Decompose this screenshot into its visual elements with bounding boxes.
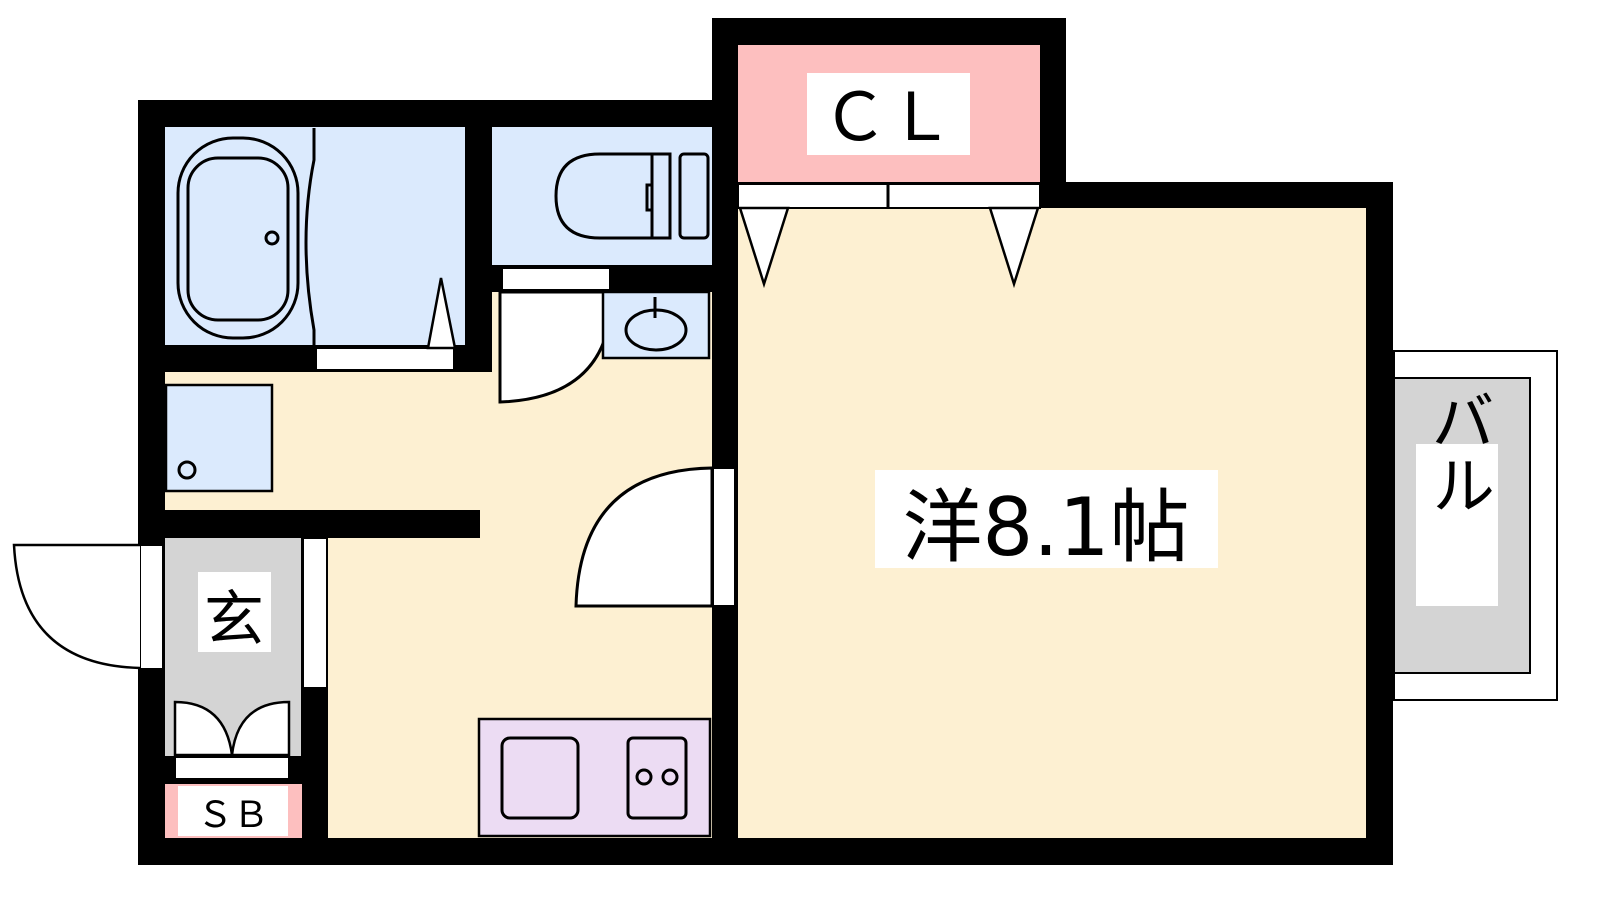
bathroom-door[interactable] bbox=[315, 347, 455, 371]
entrance-door-swing bbox=[12, 543, 141, 670]
toilet-room bbox=[492, 127, 712, 265]
western-room-label: 洋8.1帖 bbox=[902, 481, 1189, 574]
entrance-label: 玄 bbox=[204, 585, 264, 655]
shoe-box-doors[interactable] bbox=[173, 700, 291, 757]
toilet-icon bbox=[554, 152, 654, 240]
shoe-box-label: ＳＢ bbox=[197, 795, 269, 836]
room-door-swing bbox=[574, 466, 714, 608]
sink-icon bbox=[500, 736, 580, 820]
washing-machine-space bbox=[164, 383, 274, 493]
room-door-frame[interactable] bbox=[712, 467, 736, 607]
stove-icon bbox=[626, 736, 688, 820]
closet-door-swing-right bbox=[988, 206, 1040, 289]
bathroom bbox=[165, 127, 465, 345]
wall-hall bbox=[165, 510, 480, 538]
bathtub-icon bbox=[176, 136, 300, 340]
balcony-label: バル bbox=[1420, 388, 1494, 516]
closet-door-swing-left bbox=[738, 206, 790, 289]
entrance-door-frame[interactable] bbox=[139, 544, 164, 670]
closet-label: ＣＬ bbox=[822, 79, 954, 156]
toilet-door[interactable] bbox=[501, 267, 611, 291]
